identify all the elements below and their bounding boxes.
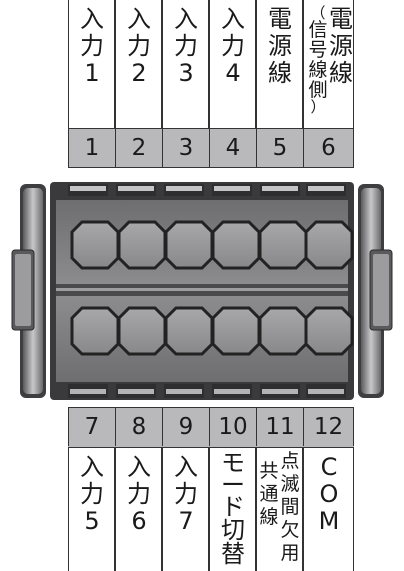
screw-10	[211, 306, 261, 356]
terminal-12-number: 12	[303, 408, 354, 446]
terminal-5-number: 5	[256, 129, 303, 167]
label-char: 力	[127, 32, 151, 60]
screw-row-top	[70, 220, 354, 270]
terminal-2-number: 2	[115, 129, 162, 167]
label-char: 線	[308, 59, 328, 81]
screw-5	[258, 220, 308, 270]
terminal-4-label: 入 力 4	[209, 0, 256, 128]
label-char: 入	[127, 5, 151, 33]
terminal-10-number: 10	[209, 408, 256, 446]
terminal-10-label: モ ー ド 切 替	[209, 448, 256, 571]
label-char: 力	[174, 480, 198, 508]
top-ribs	[68, 184, 346, 196]
terminal-12-label: C O M	[303, 448, 354, 571]
terminal-5-label: 電 源 線	[256, 0, 303, 128]
terminal-11-label: 点 滅 間 欠 用 共 通 線	[256, 448, 303, 571]
label-char: 共	[259, 460, 279, 482]
label-char: 6	[131, 507, 147, 535]
label-char: 電	[268, 5, 292, 33]
label-char: 入	[174, 453, 198, 481]
label-char: 点	[280, 450, 300, 472]
label-char: C	[320, 453, 338, 481]
terminal-9-number: 9	[162, 408, 209, 446]
label-char: 信	[308, 19, 328, 41]
label-char: O	[319, 480, 339, 508]
label-char: 滅	[280, 473, 300, 495]
screw-1	[70, 220, 120, 270]
label-char: 力	[221, 32, 245, 60]
terminal-6-number: 6	[303, 129, 354, 167]
label-char: 入	[80, 5, 104, 33]
terminal-8-number: 8	[115, 408, 162, 446]
screw-9	[164, 306, 214, 356]
screw-row-bottom	[70, 306, 354, 356]
label-char: ）	[310, 98, 326, 116]
label-char: 7	[178, 507, 194, 535]
label-char: 側	[308, 79, 328, 101]
label-char: 入	[127, 453, 151, 481]
label-char: 入	[221, 5, 245, 33]
terminal-7-number: 7	[68, 408, 115, 446]
label-char: 2	[131, 59, 147, 87]
label-char: 源	[329, 32, 353, 60]
terminal-1-label: 入 力 1	[68, 0, 115, 128]
screw-8	[117, 306, 167, 356]
terminal-8-label: 入 力 6	[115, 448, 162, 571]
right-clamp	[358, 184, 393, 398]
label-char: 3	[178, 59, 194, 87]
bottom-terminal-labels: 7 8 9 10 11 12 入 力 5 入 力 6 入 力 7 モ ー ド 切…	[68, 407, 354, 571]
label-char: 用	[280, 542, 300, 564]
label-char: ド	[221, 493, 245, 521]
label-char: 5	[84, 507, 100, 535]
label-char: 替	[221, 540, 245, 568]
label-char: 力	[80, 32, 104, 60]
bottom-ribs	[68, 384, 346, 398]
label-char: 通	[259, 483, 279, 505]
label-char: 力	[80, 480, 104, 508]
screw-6	[304, 220, 354, 270]
label-char: 線	[268, 59, 292, 87]
label-char: 4	[225, 59, 241, 87]
terminal-11-number: 11	[256, 408, 303, 446]
label-char: ー	[221, 471, 245, 499]
screw-4	[211, 220, 261, 270]
terminal-7-label: 入 力 5	[68, 448, 115, 571]
terminal-3-number: 3	[162, 129, 209, 167]
left-clamp	[11, 184, 46, 398]
top-terminal-labels: 入 力 1 1 入 力 2 2 入 力 3 3	[68, 0, 354, 168]
label-char: 号	[308, 39, 328, 61]
screw-11	[258, 306, 308, 356]
label-char: 線	[329, 59, 353, 87]
screw-12	[304, 306, 354, 356]
terminal-3-label: 入 力 3	[162, 0, 209, 128]
label-char: 入	[174, 5, 198, 33]
terminal-1-number: 1	[68, 129, 115, 167]
label-char: 欠	[280, 519, 300, 541]
label-char: （	[310, 4, 326, 22]
label-char: 切	[221, 516, 245, 544]
label-char: 間	[280, 496, 300, 518]
label-char: 入	[80, 453, 104, 481]
label-char: M	[318, 507, 340, 535]
label-char: 線	[259, 506, 279, 528]
screw-7	[70, 306, 120, 356]
screw-2	[117, 220, 167, 270]
screw-3	[164, 220, 214, 270]
terminal-4-number: 4	[209, 129, 256, 167]
terminal-block	[11, 182, 393, 400]
label-char: 電	[329, 5, 353, 33]
terminal-6-label: 電 源 線 （ 信 号 線 側 ）	[303, 0, 354, 128]
label-char: モ	[221, 449, 245, 477]
label-char: 力	[127, 480, 151, 508]
label-char: 源	[268, 32, 292, 60]
label-char: 1	[84, 59, 100, 87]
label-char: 力	[174, 32, 198, 60]
terminal-9-label: 入 力 7	[162, 448, 209, 571]
terminal-2-label: 入 力 2	[115, 0, 162, 128]
